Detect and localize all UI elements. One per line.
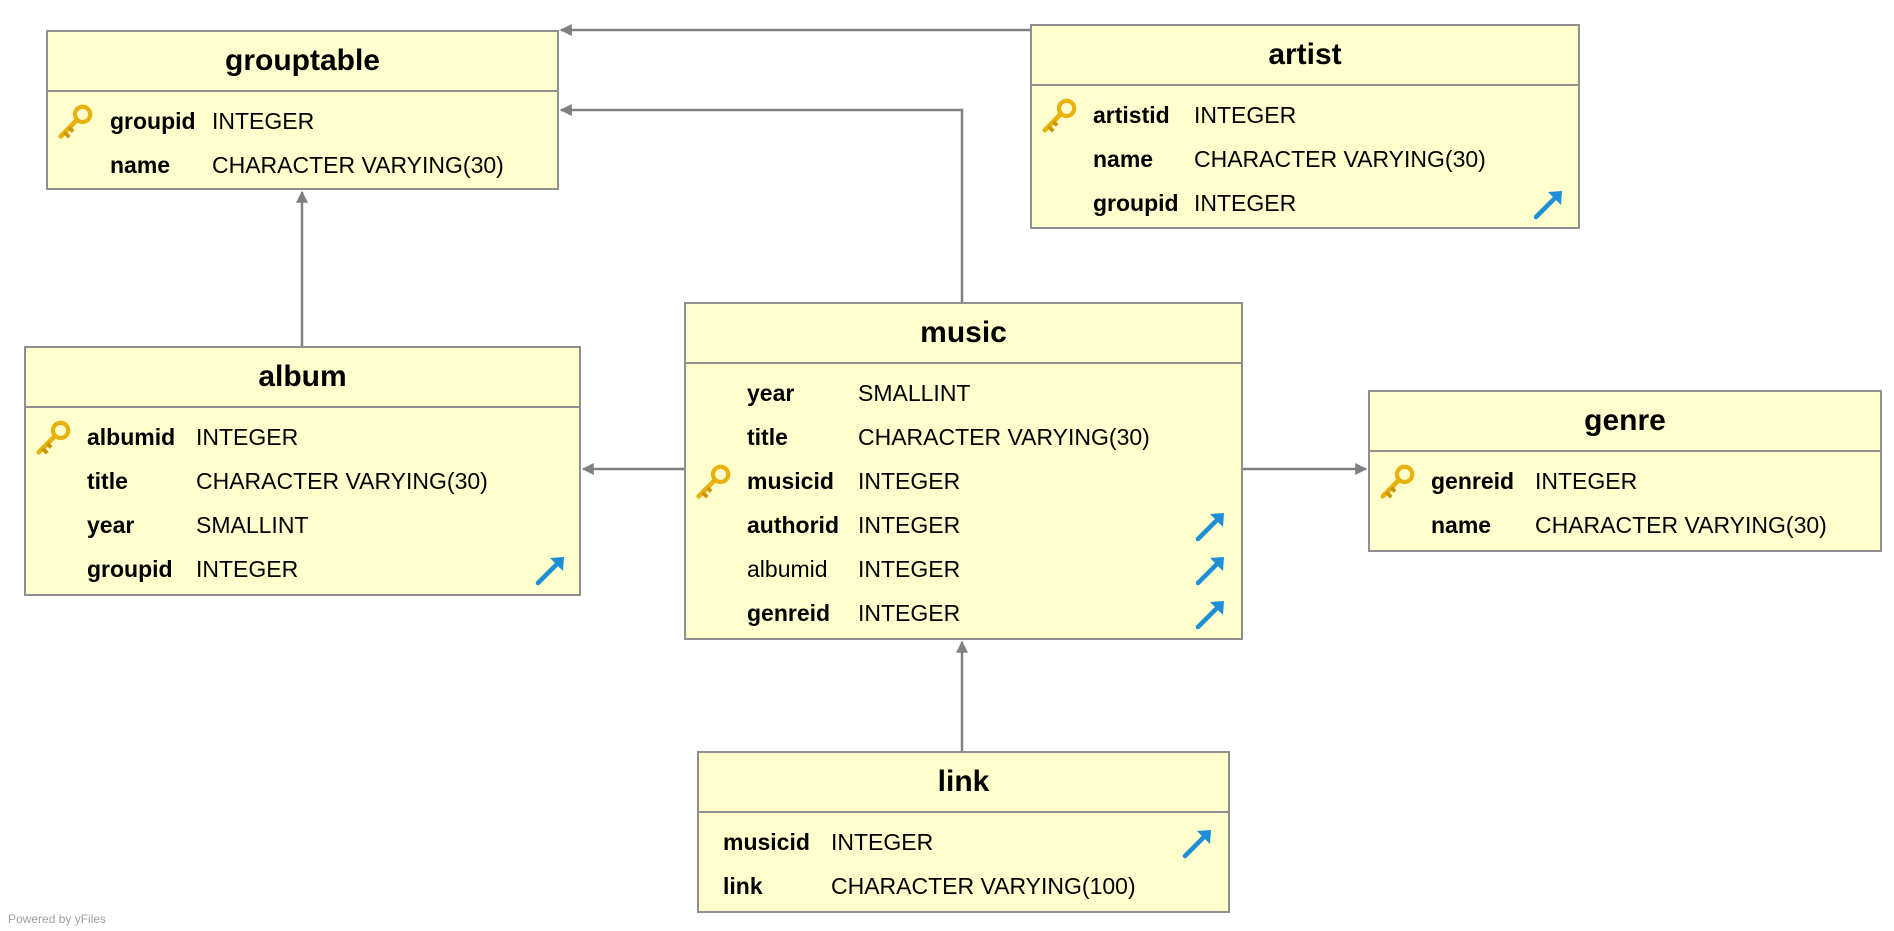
field-type: INTEGER <box>1194 190 1297 216</box>
foreign-key-arrow-icon <box>1194 597 1228 631</box>
field-row: title CHARACTER VARYING(30) <box>686 415 1241 459</box>
field-row: groupid INTEGER <box>48 99 557 143</box>
field-row: title CHARACTER VARYING(30) <box>26 459 579 503</box>
field-row: name CHARACTER VARYING(30) <box>48 143 557 187</box>
field-row: musicid INTEGER <box>686 459 1241 503</box>
field-type: INTEGER <box>858 556 961 582</box>
key-icon <box>1040 97 1078 135</box>
foreign-key-arrow-icon <box>1194 553 1228 587</box>
field-name: year <box>87 512 135 538</box>
field-name: year <box>747 380 795 406</box>
table-grouptable[interactable]: grouptable groupid INTEGER name CHARACTER V… <box>46 30 559 190</box>
field-type: CHARACTER VARYING(30) <box>1194 146 1486 172</box>
field-type: INTEGER <box>196 556 299 582</box>
field-name: albumid <box>747 556 828 582</box>
table-title: artist <box>1032 26 1578 86</box>
field-name: groupid <box>110 108 196 134</box>
field-name: musicid <box>747 468 834 494</box>
field-type: SMALLINT <box>196 512 309 538</box>
key-icon <box>56 103 94 141</box>
field-name: name <box>1093 146 1154 172</box>
field-type: CHARACTER VARYING(100) <box>831 873 1136 899</box>
field-name: name <box>110 152 171 178</box>
field-type: INTEGER <box>858 600 961 626</box>
field-name: artistid <box>1093 102 1170 128</box>
field-row: genreid INTEGER <box>686 591 1241 635</box>
foreign-key-arrow-icon <box>1181 826 1215 860</box>
key-icon <box>34 419 72 457</box>
field-row: albumid INTEGER <box>686 547 1241 591</box>
field-type: SMALLINT <box>858 380 971 406</box>
table-title: grouptable <box>48 32 557 92</box>
field-row: groupid INTEGER <box>1032 181 1578 225</box>
field-type: CHARACTER VARYING(30) <box>212 152 504 178</box>
foreign-key-arrow-icon <box>1194 509 1228 543</box>
field-name: albumid <box>87 424 176 450</box>
field-name: genreid <box>1431 468 1515 494</box>
table-title: album <box>26 348 579 408</box>
foreign-key-arrow-icon <box>1532 187 1566 221</box>
field-type: INTEGER <box>196 424 299 450</box>
field-name: authorid <box>747 512 839 538</box>
field-row: name CHARACTER VARYING(30) <box>1032 137 1578 181</box>
field-row: authorid INTEGER <box>686 503 1241 547</box>
field-type: INTEGER <box>831 829 934 855</box>
powered-by-credit: Powered by yFiles <box>8 912 107 926</box>
field-type: INTEGER <box>1194 102 1297 128</box>
field-type: INTEGER <box>858 512 961 538</box>
field-row: artistid INTEGER <box>1032 93 1578 137</box>
field-row: musicid INTEGER <box>699 820 1228 864</box>
field-row: albumid INTEGER <box>26 415 579 459</box>
field-type: INTEGER <box>1535 468 1638 494</box>
field-type: CHARACTER VARYING(30) <box>196 468 488 494</box>
field-type: INTEGER <box>858 468 961 494</box>
table-title: link <box>699 753 1228 813</box>
field-name: link <box>723 873 763 899</box>
field-row: name CHARACTER VARYING(30) <box>1370 503 1880 547</box>
table-title: genre <box>1370 392 1880 452</box>
field-row: year SMALLINT <box>26 503 579 547</box>
field-name: name <box>1431 512 1492 538</box>
field-type: INTEGER <box>212 108 315 134</box>
table-music[interactable]: music year SMALLINT title CHARACTER VARYING… <box>684 302 1243 640</box>
field-name: title <box>747 424 788 450</box>
field-row: year SMALLINT <box>686 371 1241 415</box>
relationship-music-to-grouptable[interactable] <box>559 104 964 302</box>
key-icon <box>694 463 732 501</box>
field-row: groupid INTEGER <box>26 547 579 591</box>
field-row: genreid INTEGER <box>1370 459 1880 503</box>
field-name: title <box>87 468 128 494</box>
table-title: music <box>686 304 1241 364</box>
field-name: genreid <box>747 600 831 626</box>
field-row: link CHARACTER VARYING(100) <box>699 864 1228 908</box>
field-type: CHARACTER VARYING(30) <box>1535 512 1827 538</box>
field-type: CHARACTER VARYING(30) <box>858 424 1150 450</box>
table-genre[interactable]: genre genreid INTEGER name CHARACTER VARYIN… <box>1368 390 1882 552</box>
field-name: groupid <box>87 556 173 582</box>
field-name: musicid <box>723 829 810 855</box>
foreign-key-arrow-icon <box>534 553 568 587</box>
field-name: groupid <box>1093 190 1179 216</box>
key-icon <box>1378 463 1416 501</box>
